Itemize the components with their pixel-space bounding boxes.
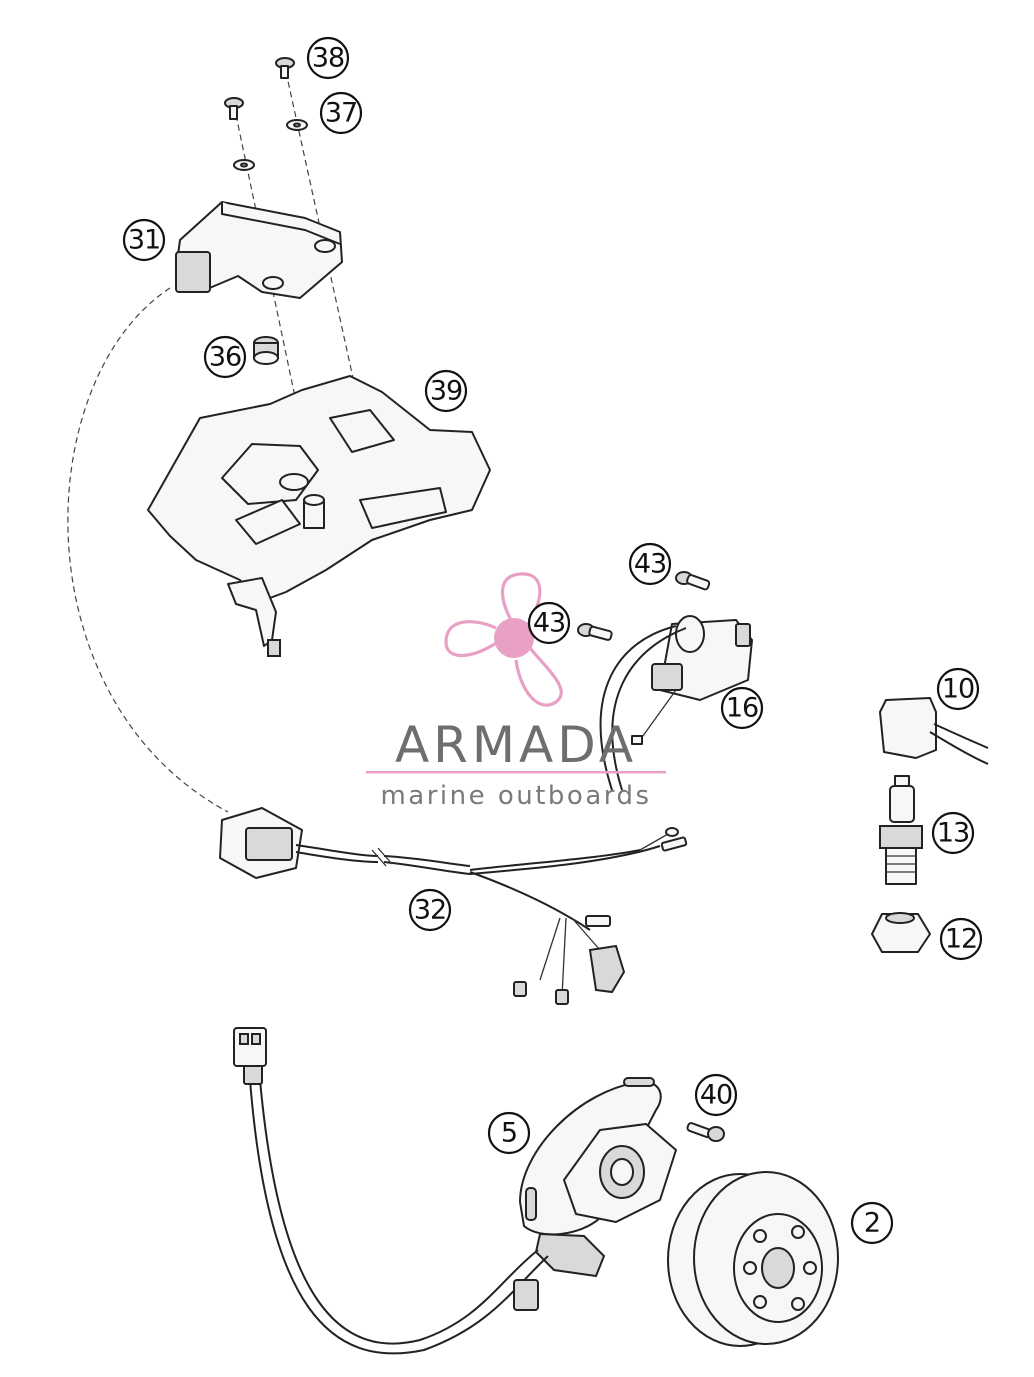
callout-label: 5 <box>501 1118 517 1149</box>
callout-label: 39 <box>430 376 462 407</box>
callout-16: 16 <box>720 686 764 730</box>
callout-label: 36 <box>209 342 241 373</box>
callout-5: 5 <box>487 1111 531 1155</box>
logo-underline <box>366 771 666 774</box>
stator-5 <box>233 1027 677 1355</box>
callout-label: 43 <box>533 608 565 639</box>
bolt-43-lower <box>577 623 613 641</box>
spark-plug-13 <box>879 775 923 885</box>
callout-label: 16 <box>726 693 758 724</box>
ignition-coil-16 <box>599 615 753 791</box>
propeller-icon <box>444 572 563 707</box>
wiring-harness-32 <box>219 807 688 1005</box>
callout-label: 40 <box>700 1080 732 1111</box>
cdi-unit-31 <box>175 201 343 299</box>
callout-label: 10 <box>942 674 974 705</box>
callout-36: 36 <box>203 335 247 379</box>
callout-13: 13 <box>931 811 975 855</box>
bolt-40 <box>686 1122 725 1142</box>
callout-12: 12 <box>939 917 983 961</box>
logo-title: ARMADA <box>395 716 637 774</box>
grommet-36 <box>253 336 279 365</box>
callout-39: 39 <box>424 369 468 413</box>
flywheel-2 <box>667 1171 839 1347</box>
callout-label: 12 <box>945 924 977 955</box>
screw-38 <box>275 57 295 79</box>
armada-logo: ARMADA marine outboards <box>366 572 666 811</box>
washer-12 <box>871 912 931 953</box>
callout-40: 40 <box>694 1073 738 1117</box>
bolt-43-upper <box>675 571 711 591</box>
callout-31: 31 <box>122 218 166 262</box>
callout-43-lower: 43 <box>527 601 571 645</box>
callout-label: 31 <box>128 225 160 256</box>
callout-label: 2 <box>864 1208 880 1239</box>
screw-left <box>224 97 244 120</box>
callout-37: 37 <box>319 91 363 135</box>
callout-label: 43 <box>634 549 666 580</box>
spark-plug-cap-10 <box>879 697 989 765</box>
callout-label: 38 <box>312 43 344 74</box>
logo-subtitle: marine outboards <box>380 781 651 811</box>
callout-label: 37 <box>325 98 357 129</box>
callout-43-upper: 43 <box>628 542 672 586</box>
callout-32: 32 <box>408 888 452 932</box>
washer-left <box>233 159 255 171</box>
callout-label: 13 <box>937 818 969 849</box>
callout-2: 2 <box>850 1201 894 1245</box>
callout-label: 32 <box>414 895 446 926</box>
washer-37 <box>286 119 308 131</box>
callout-10: 10 <box>936 667 980 711</box>
bracket-39 <box>147 375 491 657</box>
callout-38: 38 <box>306 36 350 80</box>
